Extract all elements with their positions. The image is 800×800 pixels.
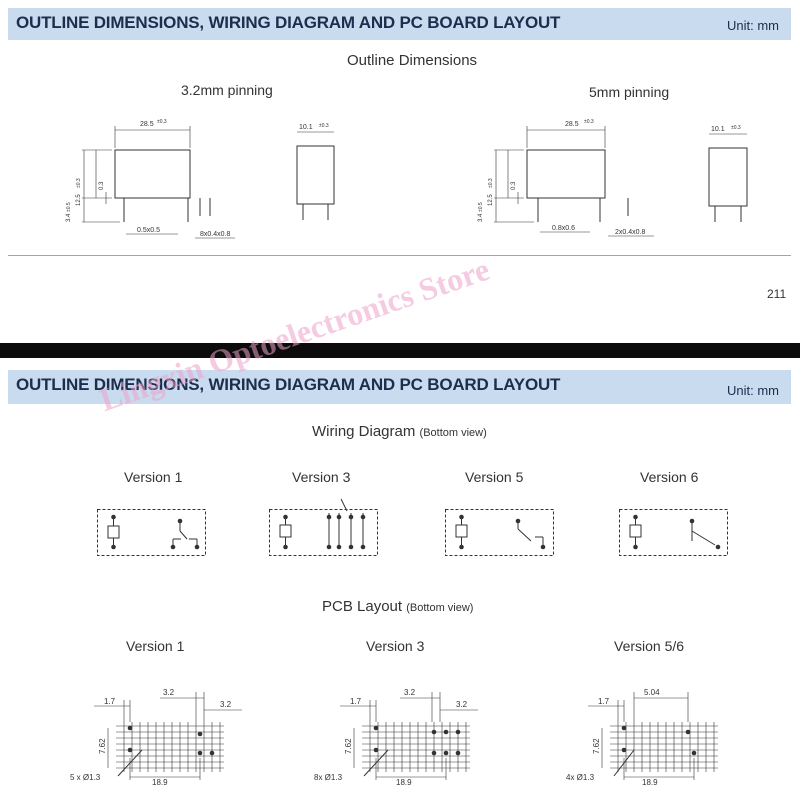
wiring-view-note: (Bottom view) xyxy=(419,427,487,439)
right-height-tol: ±0.3 xyxy=(488,178,494,188)
right-width-dim: 10.1 xyxy=(711,126,725,133)
right-coil-pins-dim: 2x0.4x0.8 xyxy=(615,229,645,236)
pcb1-holes-dim: 5 x Ø1.3 xyxy=(70,773,101,782)
pcb1-a-dim: 3.2 xyxy=(163,688,175,697)
pcb2-b-dim: 3.2 xyxy=(456,700,468,709)
right-length-dim: 28.5 xyxy=(565,121,579,128)
right-height-dim: 12.5 xyxy=(488,194,494,206)
pcb-version-56-label: Version 5/6 xyxy=(614,638,685,654)
pcb3-pitch-dim: 1.7 xyxy=(598,697,610,706)
left-pinning-caption: 3.2mm pinning xyxy=(181,82,273,98)
pcb1-span-dim: 18.9 xyxy=(152,778,168,787)
right-standoff-dim: 0.3 xyxy=(511,181,517,190)
pcb3-a-dim: 5.04 xyxy=(644,688,660,697)
right-length-tol: ±0.3 xyxy=(584,119,594,125)
pcb-version-3-label: Version 3 xyxy=(366,638,425,654)
page-divider xyxy=(0,343,800,358)
wiring-version-1-label: Version 1 xyxy=(124,469,183,485)
right-width-tol: ±0.3 xyxy=(731,125,741,131)
top-unit-label: Unit: mm xyxy=(727,18,779,33)
pcb2-span-dim: 18.9 xyxy=(396,778,412,787)
left-pin-section-dim: 0.5x0.5 xyxy=(137,227,160,234)
wiring-version-5-label: Version 5 xyxy=(465,469,524,485)
right-pin-section-dim: 0.8x0.6 xyxy=(552,225,575,232)
wiring-version-6-label: Version 6 xyxy=(640,469,699,485)
left-coil-pins-dim: 8x0.4x0.8 xyxy=(200,231,230,238)
wiring-diagram-title: Wiring Diagram (Bottom view) xyxy=(312,423,487,440)
bottom-unit-label: Unit: mm xyxy=(727,383,779,398)
pcb-layout-title: PCB Layout (Bottom view) xyxy=(322,598,474,615)
right-pin-tol: ±0.5 xyxy=(478,202,484,212)
pcb-version-1-label: Version 1 xyxy=(126,638,185,654)
left-pin-length-dim: 3.4 xyxy=(66,213,72,222)
pcb3-grid xyxy=(362,722,470,772)
left-outline-drawing: 28.5 ±0.3 12.5 ±0.3 0.3 3.4 ±0.5 0.5x0.5… xyxy=(66,119,335,239)
wiring-diagram-version-1 xyxy=(97,509,206,556)
pcb-layout-version-3: 1.7 3.2 3.2 7.62 18.9 8x Ø1.3 xyxy=(314,688,478,787)
pcb2-row-dim: 7.62 xyxy=(344,738,353,754)
top-section-rule xyxy=(8,255,791,256)
page-number: 211 xyxy=(767,287,787,301)
wiring-diagram-version-5 xyxy=(445,509,554,556)
left-height-dim: 12.5 xyxy=(76,194,82,206)
left-standoff-dim: 0.3 xyxy=(99,181,105,190)
pcb3-span-dim: 18.9 xyxy=(642,778,658,787)
left-height-tol: ±0.3 xyxy=(76,178,82,188)
pcb56-grid xyxy=(610,722,718,772)
left-length-tol: ±0.3 xyxy=(157,119,167,125)
pcb2-holes-dim: 8x Ø1.3 xyxy=(314,773,343,782)
right-pinning-caption: 5mm pinning xyxy=(589,84,670,100)
top-header-banner: OUTLINE DIMENSIONS, WIRING DIAGRAM AND P… xyxy=(8,8,791,40)
pcb3-holes-dim: 4x Ø1.3 xyxy=(566,773,595,782)
pcb2-pitch-dim: 1.7 xyxy=(350,697,362,706)
pcb1-b-dim: 3.2 xyxy=(220,700,232,709)
left-width-dim: 10.1 xyxy=(299,124,313,131)
bottom-header-banner: OUTLINE DIMENSIONS, WIRING DIAGRAM AND P… xyxy=(8,370,791,404)
left-width-tol: ±0.3 xyxy=(319,123,329,129)
pcb-view-note: (Bottom view) xyxy=(406,602,474,614)
left-pin-tol: ±0.5 xyxy=(66,202,72,212)
pcb1-grid xyxy=(116,722,224,772)
outline-dimensions-title: Outline Dimensions xyxy=(347,52,478,69)
pcb3-row-dim: 7.62 xyxy=(592,738,601,754)
pcb-layout-version-1: 1.7 3.2 3.2 7.62 18.9 5 x Ø1.3 xyxy=(70,688,242,787)
pcb2-a-dim: 3.2 xyxy=(404,688,416,697)
wiring-diagram-version-3 xyxy=(269,498,378,556)
wiring-version-3-label: Version 3 xyxy=(292,469,351,485)
pcb1-row-dim: 7.62 xyxy=(98,738,107,754)
right-outline-drawing: 28.5 ±0.3 12.5 ±0.3 0.3 3.4 ±0.5 0.8x0.6… xyxy=(478,119,748,237)
pcb1-pitch-dim: 1.7 xyxy=(104,697,116,706)
right-pin-length-dim: 3.4 xyxy=(478,213,484,222)
wiring-diagram-version-6 xyxy=(619,509,728,556)
bottom-banner-title: OUTLINE DIMENSIONS, WIRING DIAGRAM AND P… xyxy=(16,375,561,394)
pcb-layout-version-56: 1.7 5.04 7.62 18.9 4x Ø1.3 xyxy=(566,688,718,787)
top-banner-title: OUTLINE DIMENSIONS, WIRING DIAGRAM AND P… xyxy=(16,13,561,32)
left-length-dim: 28.5 xyxy=(140,121,154,128)
